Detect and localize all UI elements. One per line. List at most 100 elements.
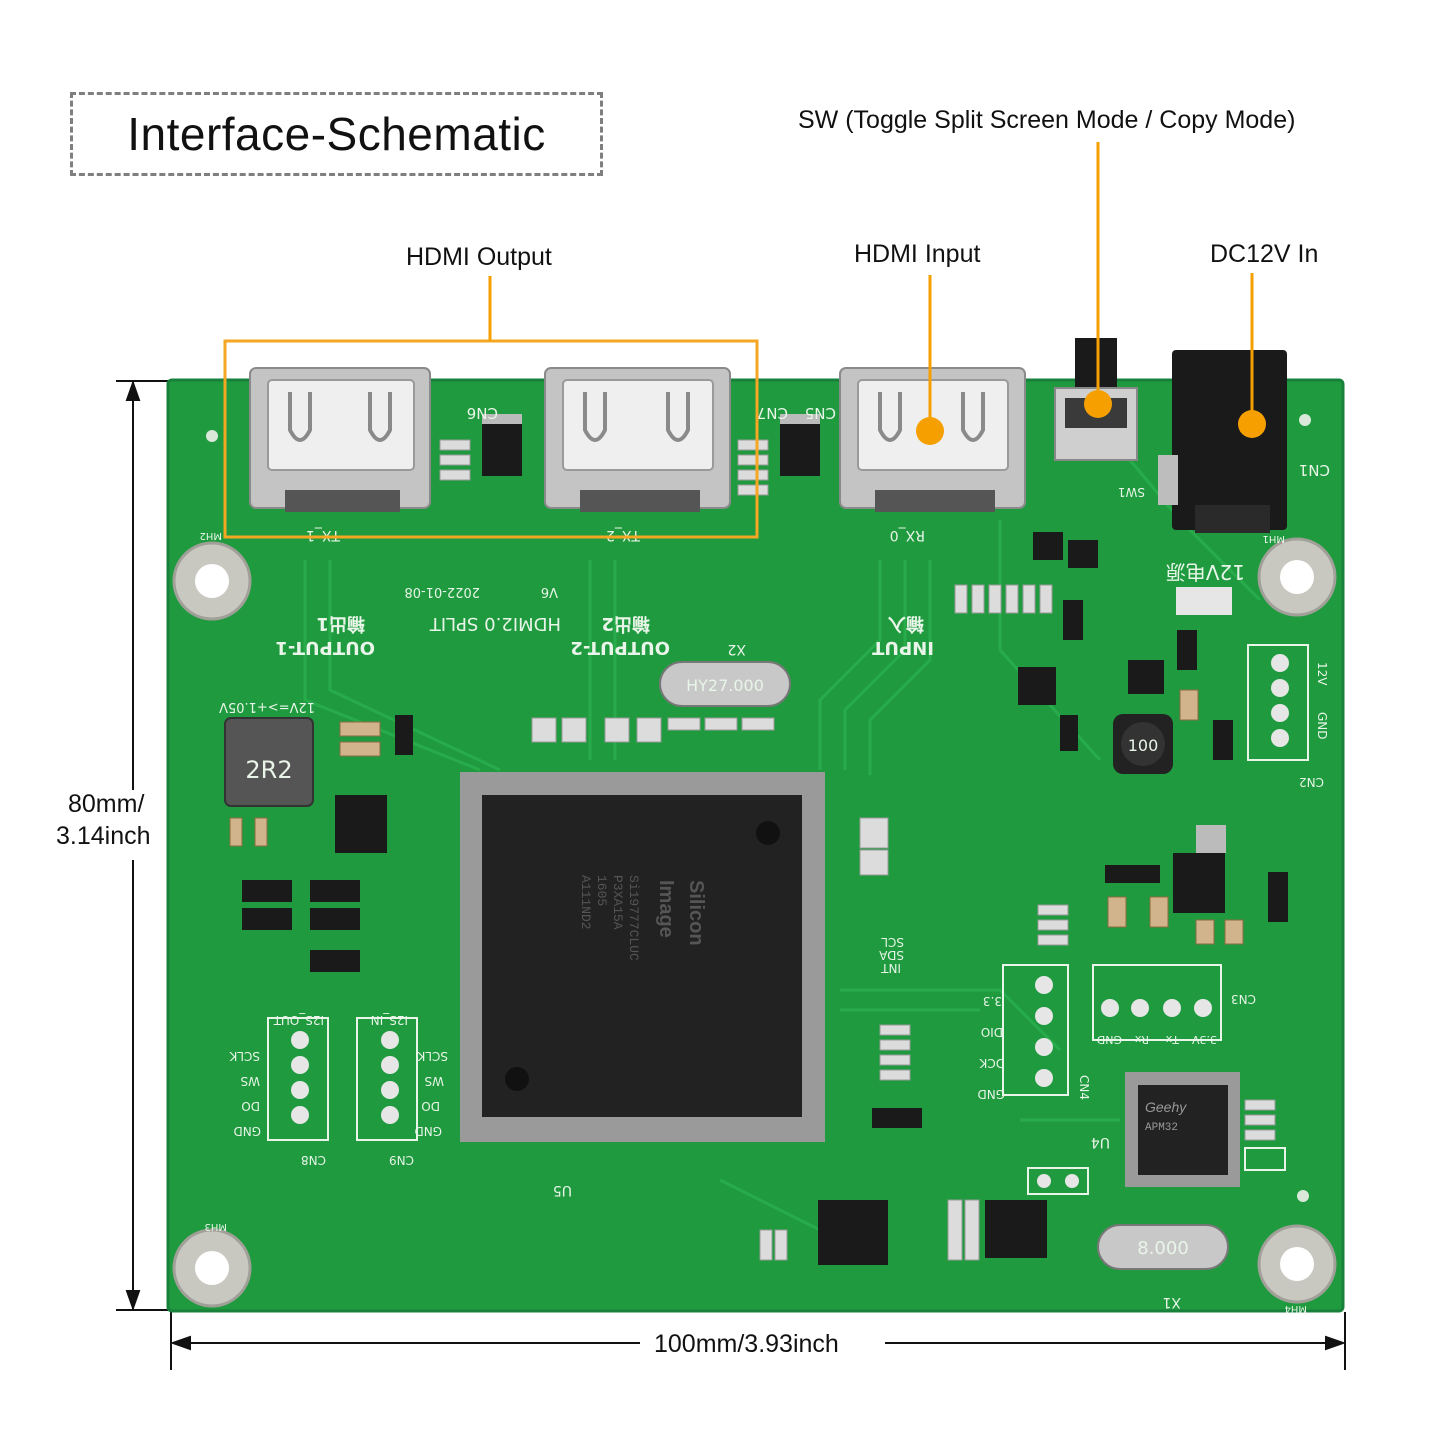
silk-input-cn: 输入 bbox=[888, 613, 924, 635]
silk-cn7: CN7 bbox=[757, 404, 788, 422]
svg-text:A111ND2: A111ND2 bbox=[578, 875, 593, 930]
silk-rx0: RX_0 bbox=[890, 527, 925, 543]
callout-sw-label: SW (Toggle Split Screen Mode / Copy Mode… bbox=[798, 106, 1296, 134]
svg-text:Rx: Rx bbox=[1134, 1033, 1149, 1046]
callout-dc-in-label: DC12V In bbox=[1210, 240, 1319, 268]
ic-u3 bbox=[985, 1200, 1047, 1258]
svg-text:100: 100 bbox=[1128, 736, 1159, 755]
cn2-header bbox=[1247, 644, 1309, 761]
cn9-header bbox=[356, 1017, 418, 1141]
smd-components bbox=[439, 439, 1276, 1261]
dc-jack-cn1 bbox=[1158, 350, 1287, 615]
ic-u6 bbox=[818, 1200, 888, 1265]
silk-output1-cn: 输出1 bbox=[316, 613, 365, 635]
svg-text:DCK: DCK bbox=[978, 1056, 1005, 1070]
crystal-x1: 8.000 bbox=[1097, 1224, 1229, 1270]
title-box: Interface-Schematic bbox=[70, 92, 603, 176]
silk-tx2: TX_2 bbox=[606, 527, 641, 543]
svg-text:DIO: DIO bbox=[981, 1025, 1003, 1039]
silk-version: V6 bbox=[541, 584, 558, 599]
diode-d10 bbox=[780, 414, 820, 476]
height-dimension-line1: 80mm/ bbox=[68, 790, 145, 818]
svg-text:INT: INT bbox=[880, 961, 901, 975]
callout-dot-hdmi-input bbox=[916, 417, 944, 445]
svg-text:1605: 1605 bbox=[594, 875, 609, 906]
diode-d7 bbox=[482, 414, 522, 476]
callout-hdmi-output-label: HDMI Output bbox=[406, 243, 552, 271]
svg-text:DO: DO bbox=[241, 1099, 260, 1113]
svg-text:2R2: 2R2 bbox=[245, 756, 292, 784]
ic-u1 bbox=[335, 795, 387, 853]
svg-text:3.3V: 3.3V bbox=[1192, 1033, 1217, 1046]
svg-text:WS: WS bbox=[425, 1074, 444, 1088]
board-silkscreen: CN6 CN7 CN5 CN1 SW1 CN2 CN3 CN4 CN8 CN9 … bbox=[199, 404, 1330, 1314]
silk-product: HDMI2.0 SPLIT bbox=[429, 613, 561, 634]
svg-text:MH3: MH3 bbox=[204, 1221, 227, 1232]
svg-text:SCL: SCL bbox=[881, 935, 904, 949]
callout-lines bbox=[488, 142, 1254, 431]
svg-text:GND: GND bbox=[233, 1124, 261, 1138]
svg-text:APM32: APM32 bbox=[1145, 1122, 1178, 1134]
silk-u4: U4 bbox=[1091, 1134, 1110, 1150]
svg-text:GND: GND bbox=[1097, 1033, 1122, 1046]
inductor-l2: 100 bbox=[1113, 714, 1173, 774]
silk-date: 2022-01-08 bbox=[404, 584, 480, 599]
silk-sw1: SW1 bbox=[1118, 485, 1145, 499]
svg-text:SCLK: SCLK bbox=[228, 1049, 260, 1063]
callout-hdmi-input-label: HDMI Input bbox=[854, 240, 981, 268]
svg-text:HY27.000: HY27.000 bbox=[686, 676, 764, 695]
silk-x1: X1 bbox=[1163, 1294, 1182, 1310]
svg-text:DO: DO bbox=[421, 1099, 440, 1113]
silk-cn6: CN6 bbox=[467, 404, 498, 422]
height-dimension-line2: 3.14inch bbox=[56, 822, 151, 850]
silk-tx1: TX_1 bbox=[306, 527, 341, 543]
svg-text:12V: 12V bbox=[1315, 662, 1329, 686]
svg-text:Image: Image bbox=[655, 880, 677, 938]
silk-output1: OUTPUT-1 bbox=[275, 637, 375, 658]
silk-cn2: CN2 bbox=[1299, 775, 1324, 789]
svg-text:SDA: SDA bbox=[878, 948, 904, 962]
silk-cn5: CN5 bbox=[805, 404, 836, 422]
svg-text:GND: GND bbox=[1315, 712, 1329, 740]
svg-text:WS: WS bbox=[241, 1074, 260, 1088]
silk-x2: X2 bbox=[728, 641, 747, 657]
hdmi-output-port-1 bbox=[249, 367, 431, 512]
silk-i2s-out: I2S_OUT bbox=[273, 1013, 324, 1027]
sw1-switch bbox=[1054, 338, 1138, 461]
silk-cn3: CN3 bbox=[1231, 992, 1256, 1006]
silk-cn8: CN8 bbox=[301, 1153, 326, 1167]
silk-i2s-in: I2S_IN bbox=[371, 1013, 408, 1027]
svg-text:MH4: MH4 bbox=[1284, 1303, 1307, 1314]
svg-text:8.000: 8.000 bbox=[1137, 1238, 1189, 1259]
cn3-header bbox=[1092, 964, 1222, 1041]
silk-cn4: CN4 bbox=[1077, 1075, 1091, 1100]
svg-text:Tx: Tx bbox=[1165, 1033, 1180, 1046]
callout-dot-dc-in bbox=[1238, 410, 1266, 438]
svg-text:SCLK: SCLK bbox=[416, 1049, 448, 1063]
width-dimension bbox=[169, 1312, 1347, 1370]
callout-dot-sw bbox=[1084, 390, 1112, 418]
svg-text:GND: GND bbox=[414, 1124, 442, 1138]
silk-input: INPUT bbox=[871, 637, 934, 658]
silk-output2: OUTPUT-2 bbox=[570, 637, 670, 658]
silk-regulator: 12V=>+1.05V bbox=[219, 699, 315, 714]
svg-text:Silicon: Silicon bbox=[685, 880, 707, 946]
mount-hole-mh1 bbox=[1257, 537, 1337, 617]
svg-text:GND: GND bbox=[977, 1087, 1005, 1101]
inductor-l1: 2R2 bbox=[224, 717, 314, 807]
height-dimension bbox=[116, 379, 170, 1312]
page-title: Interface-Schematic bbox=[127, 108, 546, 160]
silk-output2-cn: 输出2 bbox=[601, 613, 650, 635]
callout-dots bbox=[916, 390, 1266, 445]
hdmi-output-port-2 bbox=[544, 367, 731, 512]
svg-text:MH2: MH2 bbox=[199, 530, 222, 541]
cn4-header bbox=[1002, 964, 1069, 1096]
silk-u5: U5 bbox=[553, 1182, 572, 1198]
svg-text:Si19777CLUC: Si19777CLUC bbox=[626, 875, 641, 961]
svg-text:3.3: 3.3 bbox=[983, 994, 1002, 1008]
width-dimension-label: 100mm/3.93inch bbox=[648, 1330, 845, 1359]
mount-hole-mh4 bbox=[1257, 1224, 1337, 1304]
silk-cn9: CN9 bbox=[389, 1153, 414, 1167]
crystal-x2: HY27.000 bbox=[659, 661, 791, 707]
silk-cn1: CN1 bbox=[1299, 461, 1330, 479]
